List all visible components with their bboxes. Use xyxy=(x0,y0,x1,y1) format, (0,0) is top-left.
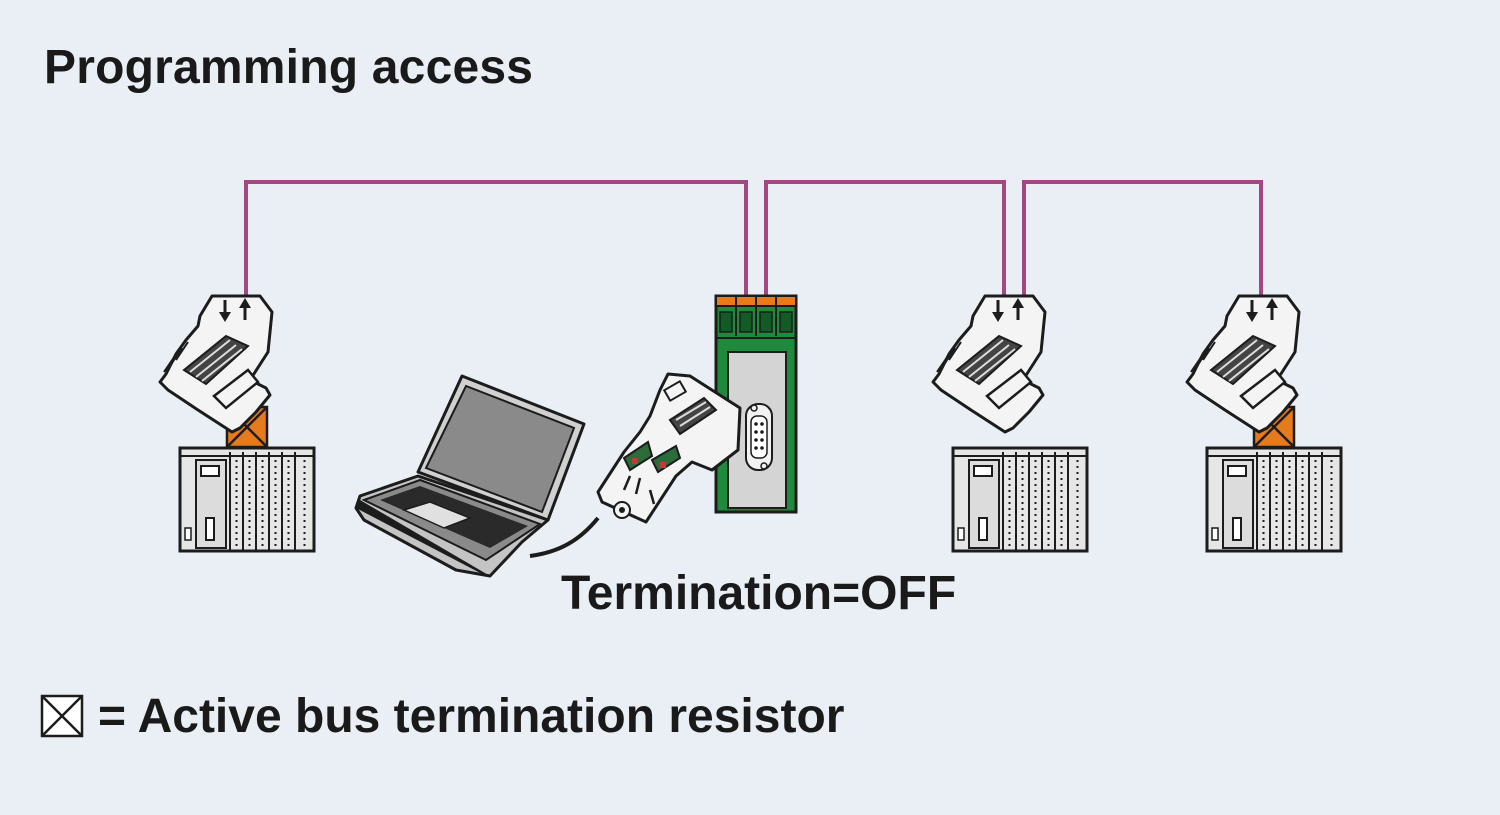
bus-cable-segment-2 xyxy=(764,180,1006,300)
plc-station-2 xyxy=(931,294,1089,553)
plc-station-1 xyxy=(158,294,316,553)
plc-station-3 xyxy=(1185,294,1343,553)
plc-rack xyxy=(1205,446,1343,553)
legend: = Active bus termination resistor xyxy=(40,688,844,744)
bus-connector xyxy=(158,294,274,434)
termination-status-label: Termination=OFF xyxy=(561,567,957,620)
laptop-computer xyxy=(354,374,600,578)
bus-cable xyxy=(244,180,1263,300)
legend-text: = Active bus termination resistor xyxy=(98,689,845,743)
bus-connector xyxy=(1185,294,1301,434)
repeater-module xyxy=(714,294,798,514)
plc-rack xyxy=(178,446,316,553)
diagram-title: Programming access xyxy=(44,41,534,94)
bus-connector xyxy=(931,294,1047,434)
plc-rack xyxy=(951,446,1089,553)
programming-connector xyxy=(596,372,742,524)
bus-cable-segment-1 xyxy=(244,180,748,300)
crossed-box-icon xyxy=(40,694,84,738)
bus-cable-segment-3 xyxy=(1022,180,1263,300)
